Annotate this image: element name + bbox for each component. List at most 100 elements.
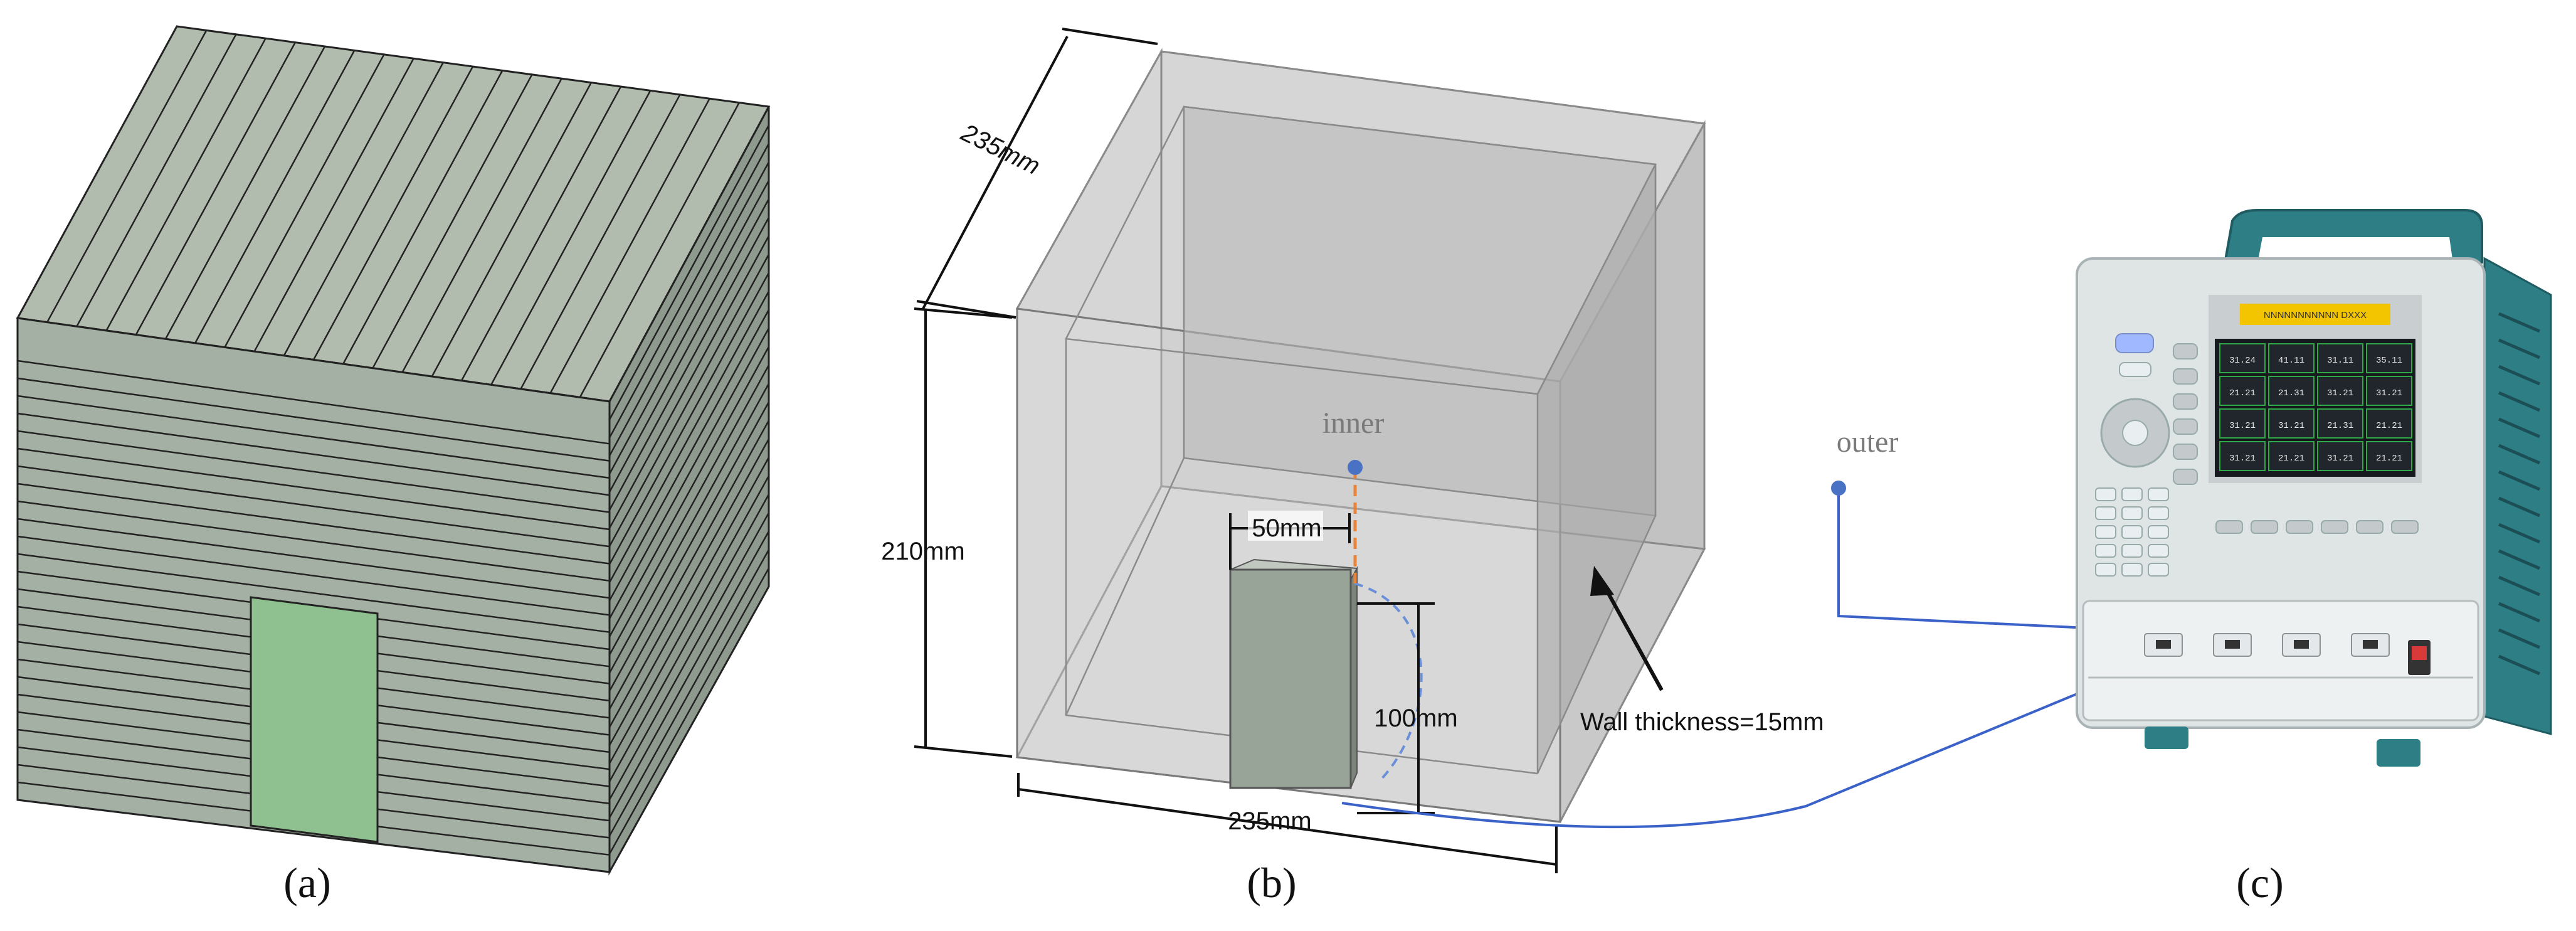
front-slat-line — [17, 465, 610, 548]
dim-block-height-label: 100mm — [1374, 705, 1457, 732]
logger-small-button — [2119, 362, 2151, 377]
keypad-key — [2121, 563, 2143, 577]
screen-reading: 31.21 — [2327, 388, 2353, 398]
dim-depth-label: 235mm — [956, 119, 1044, 180]
screen-cell — [2366, 441, 2412, 471]
keypad-key — [2148, 525, 2169, 539]
side-slat-line — [608, 494, 770, 782]
side-slat-line — [608, 180, 770, 474]
roof-slat-line — [105, 38, 267, 331]
side-slat-line — [608, 235, 770, 529]
keypad-key — [2121, 487, 2143, 501]
side-slat-line — [608, 346, 770, 637]
side-slat-line — [608, 161, 770, 457]
screen-cell — [2219, 376, 2266, 406]
function-button — [2356, 520, 2383, 534]
vent-slot — [2498, 575, 2540, 597]
front-slat-line — [17, 535, 610, 616]
screen-reading: 21.31 — [2278, 388, 2304, 398]
function-button — [2321, 520, 2348, 534]
screen-reading: 31.21 — [2229, 421, 2256, 431]
side-slat-line — [608, 567, 770, 854]
logger-keypad — [2095, 487, 2169, 577]
dim-width — [1017, 773, 1558, 873]
side-slat-line — [608, 327, 770, 619]
dim-height-label: 210mm — [881, 538, 964, 565]
keypad-key — [2095, 525, 2116, 539]
logger-power-button — [2115, 333, 2154, 353]
screen-cell — [2317, 343, 2363, 373]
screen-cell — [2317, 441, 2363, 471]
roof-slat-line — [164, 46, 326, 339]
side-slat-line — [608, 457, 770, 746]
screen-cell — [2219, 441, 2266, 471]
dim-width-label: 235mm — [1228, 807, 1311, 835]
side-slat-line — [608, 272, 770, 565]
side-slat-line — [608, 420, 770, 710]
logger-power-switch-red — [2412, 646, 2427, 660]
vent-slot — [2498, 654, 2540, 676]
front-slat-line — [17, 430, 610, 513]
outer-sensor-point — [1831, 481, 1846, 496]
side-slat-line — [608, 475, 770, 764]
logger-ports — [2144, 633, 2390, 657]
port-slot — [2294, 640, 2309, 649]
roof-slat-line — [549, 98, 710, 394]
front-slat-line — [17, 518, 610, 599]
dim-block-width-label-bg — [1248, 511, 1323, 541]
inner-label: inner — [1322, 407, 1385, 440]
roof-slat-line — [312, 66, 474, 361]
side-slat-line — [608, 439, 770, 728]
side-slat-line — [608, 364, 770, 656]
front-slat-line — [17, 395, 610, 479]
menu-button — [2173, 368, 2198, 385]
side-slat-line — [608, 290, 770, 583]
function-button — [2286, 520, 2313, 534]
vent-slot — [2498, 391, 2540, 412]
front-slat-line — [17, 553, 610, 633]
screen-reading: 31.24 — [2229, 356, 2256, 366]
outer-label: outer — [1837, 425, 1899, 459]
roof-slat-line — [490, 90, 652, 385]
roof-slat-line — [46, 29, 208, 323]
logger-foot-right — [2377, 739, 2420, 767]
keypad-key — [2148, 506, 2169, 520]
screen-cell — [2366, 376, 2412, 406]
house-side-wall — [608, 106, 770, 876]
house-door — [250, 596, 379, 843]
side-slat-line — [608, 216, 770, 511]
inner-sensor-point — [1348, 460, 1363, 475]
roof-slat-line — [253, 58, 414, 352]
screen-reading: 21.21 — [2229, 388, 2256, 398]
panel-b-label: (b) — [1247, 859, 1296, 907]
front-slat-line — [17, 482, 610, 565]
logger-function-buttons — [2215, 520, 2419, 534]
side-slat-line — [608, 198, 770, 492]
roof-slat-line — [283, 62, 444, 356]
side-wall-slat-lines — [608, 124, 770, 854]
wire-outer-to-logger — [1837, 488, 2153, 632]
side-slat-line — [608, 124, 770, 420]
screen-cell — [2268, 441, 2315, 471]
screen-reading: 31.11 — [2327, 356, 2353, 366]
roof-slat-line — [194, 50, 356, 344]
screen-cell — [2219, 408, 2266, 439]
dim-height — [914, 307, 1013, 758]
keypad-key — [2095, 563, 2116, 577]
keypad-key — [2148, 544, 2169, 558]
front-slat-line — [17, 412, 610, 496]
screen-reading: 21.31 — [2327, 421, 2353, 431]
roof-slat-line — [372, 74, 533, 369]
vent-slot — [2498, 364, 2540, 386]
screen-reading: 31.21 — [2229, 454, 2256, 464]
roof-slat-line — [135, 42, 296, 336]
vent-slot — [2498, 417, 2540, 439]
screen-reading: 21.21 — [2278, 454, 2304, 464]
vent-slot — [2498, 338, 2540, 359]
vent-slot — [2498, 628, 2540, 649]
front-slat-line — [17, 500, 610, 582]
logger-dpad-center — [2122, 420, 2148, 446]
logger-foot-left — [2145, 726, 2188, 749]
dim-depth — [916, 28, 1158, 319]
